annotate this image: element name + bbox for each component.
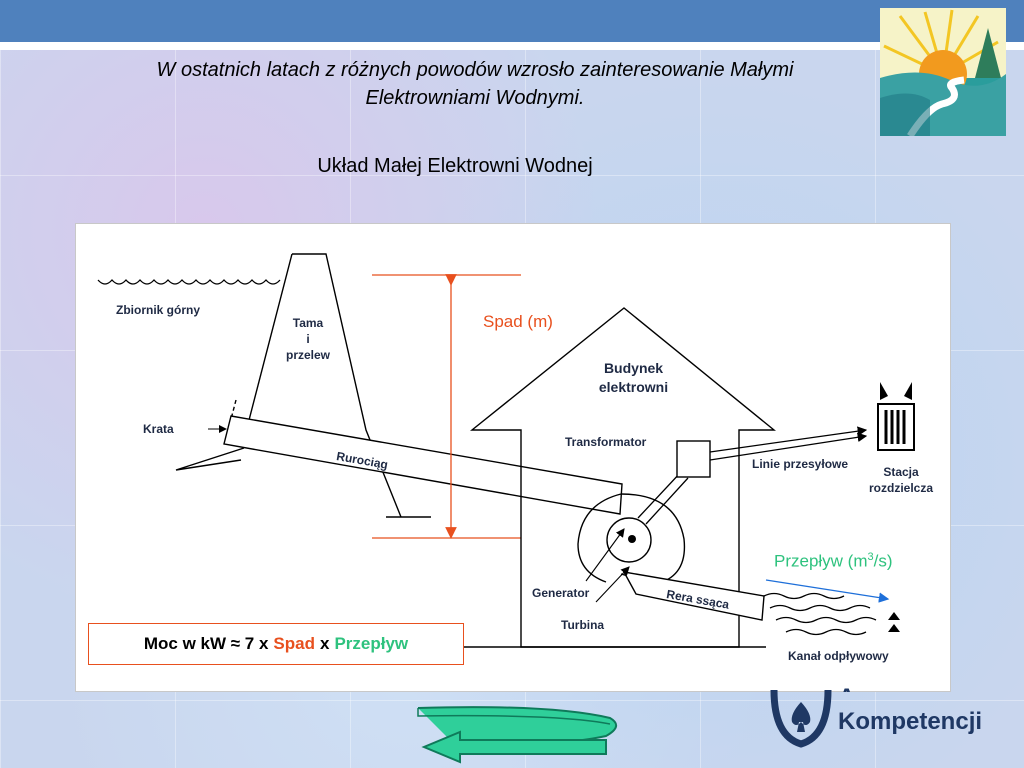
transformer-box	[676, 440, 711, 478]
back-arrow-icon[interactable]	[410, 702, 630, 768]
flow-arrow	[765, 579, 890, 603]
label-tama: Tama i przelew	[285, 316, 330, 362]
brand-line-1: As	[838, 684, 869, 692]
tailrace-waves	[763, 592, 877, 636]
brand-line-2: Kompetencji	[838, 708, 983, 735]
label-budynek: Budynek elektrowni	[598, 360, 669, 395]
label-kanal: Kanał odpływowy	[788, 649, 889, 663]
penstock-pipe	[223, 415, 623, 515]
hydropower-diagram: Zbiornik górny Tama i przelew Krata Ruro…	[75, 223, 951, 692]
label-spad: Spad (m)	[483, 312, 553, 331]
top-bar	[0, 0, 1024, 42]
substation-icon	[877, 382, 915, 451]
power-formula: Moc w kW ≈ 7 x Spad x Przepływ	[88, 623, 464, 665]
diagram-drawing	[97, 253, 915, 648]
top-divider	[0, 42, 1024, 50]
label-transformator: Transformator	[565, 435, 647, 449]
reservoir-waves	[97, 279, 281, 285]
label-zbiornik: Zbiornik górny	[116, 303, 200, 317]
sun-river-logo-icon	[880, 8, 1006, 136]
label-przeplyw: Przepływ (m3/s)	[774, 551, 893, 571]
powerhouse-building	[470, 307, 776, 648]
brand-spade-icon	[770, 689, 832, 748]
transmission-line-2	[709, 432, 868, 461]
label-turbina: Turbina	[561, 618, 605, 632]
draft-tube	[622, 571, 765, 621]
label-krata: Krata	[143, 422, 174, 436]
label-stacja: Stacja rozdzielcza	[868, 465, 934, 495]
label-linie: Linie przesyłowe	[752, 457, 849, 471]
transmission-line-1	[709, 426, 868, 453]
label-generator: Generator	[532, 586, 590, 600]
slide-subtitle: Układ Małej Elektrowni Wodnej	[317, 155, 593, 177]
dam-shape	[292, 253, 402, 518]
slide-title: W ostatnich latach z różnych powodów wzr…	[156, 59, 794, 109]
